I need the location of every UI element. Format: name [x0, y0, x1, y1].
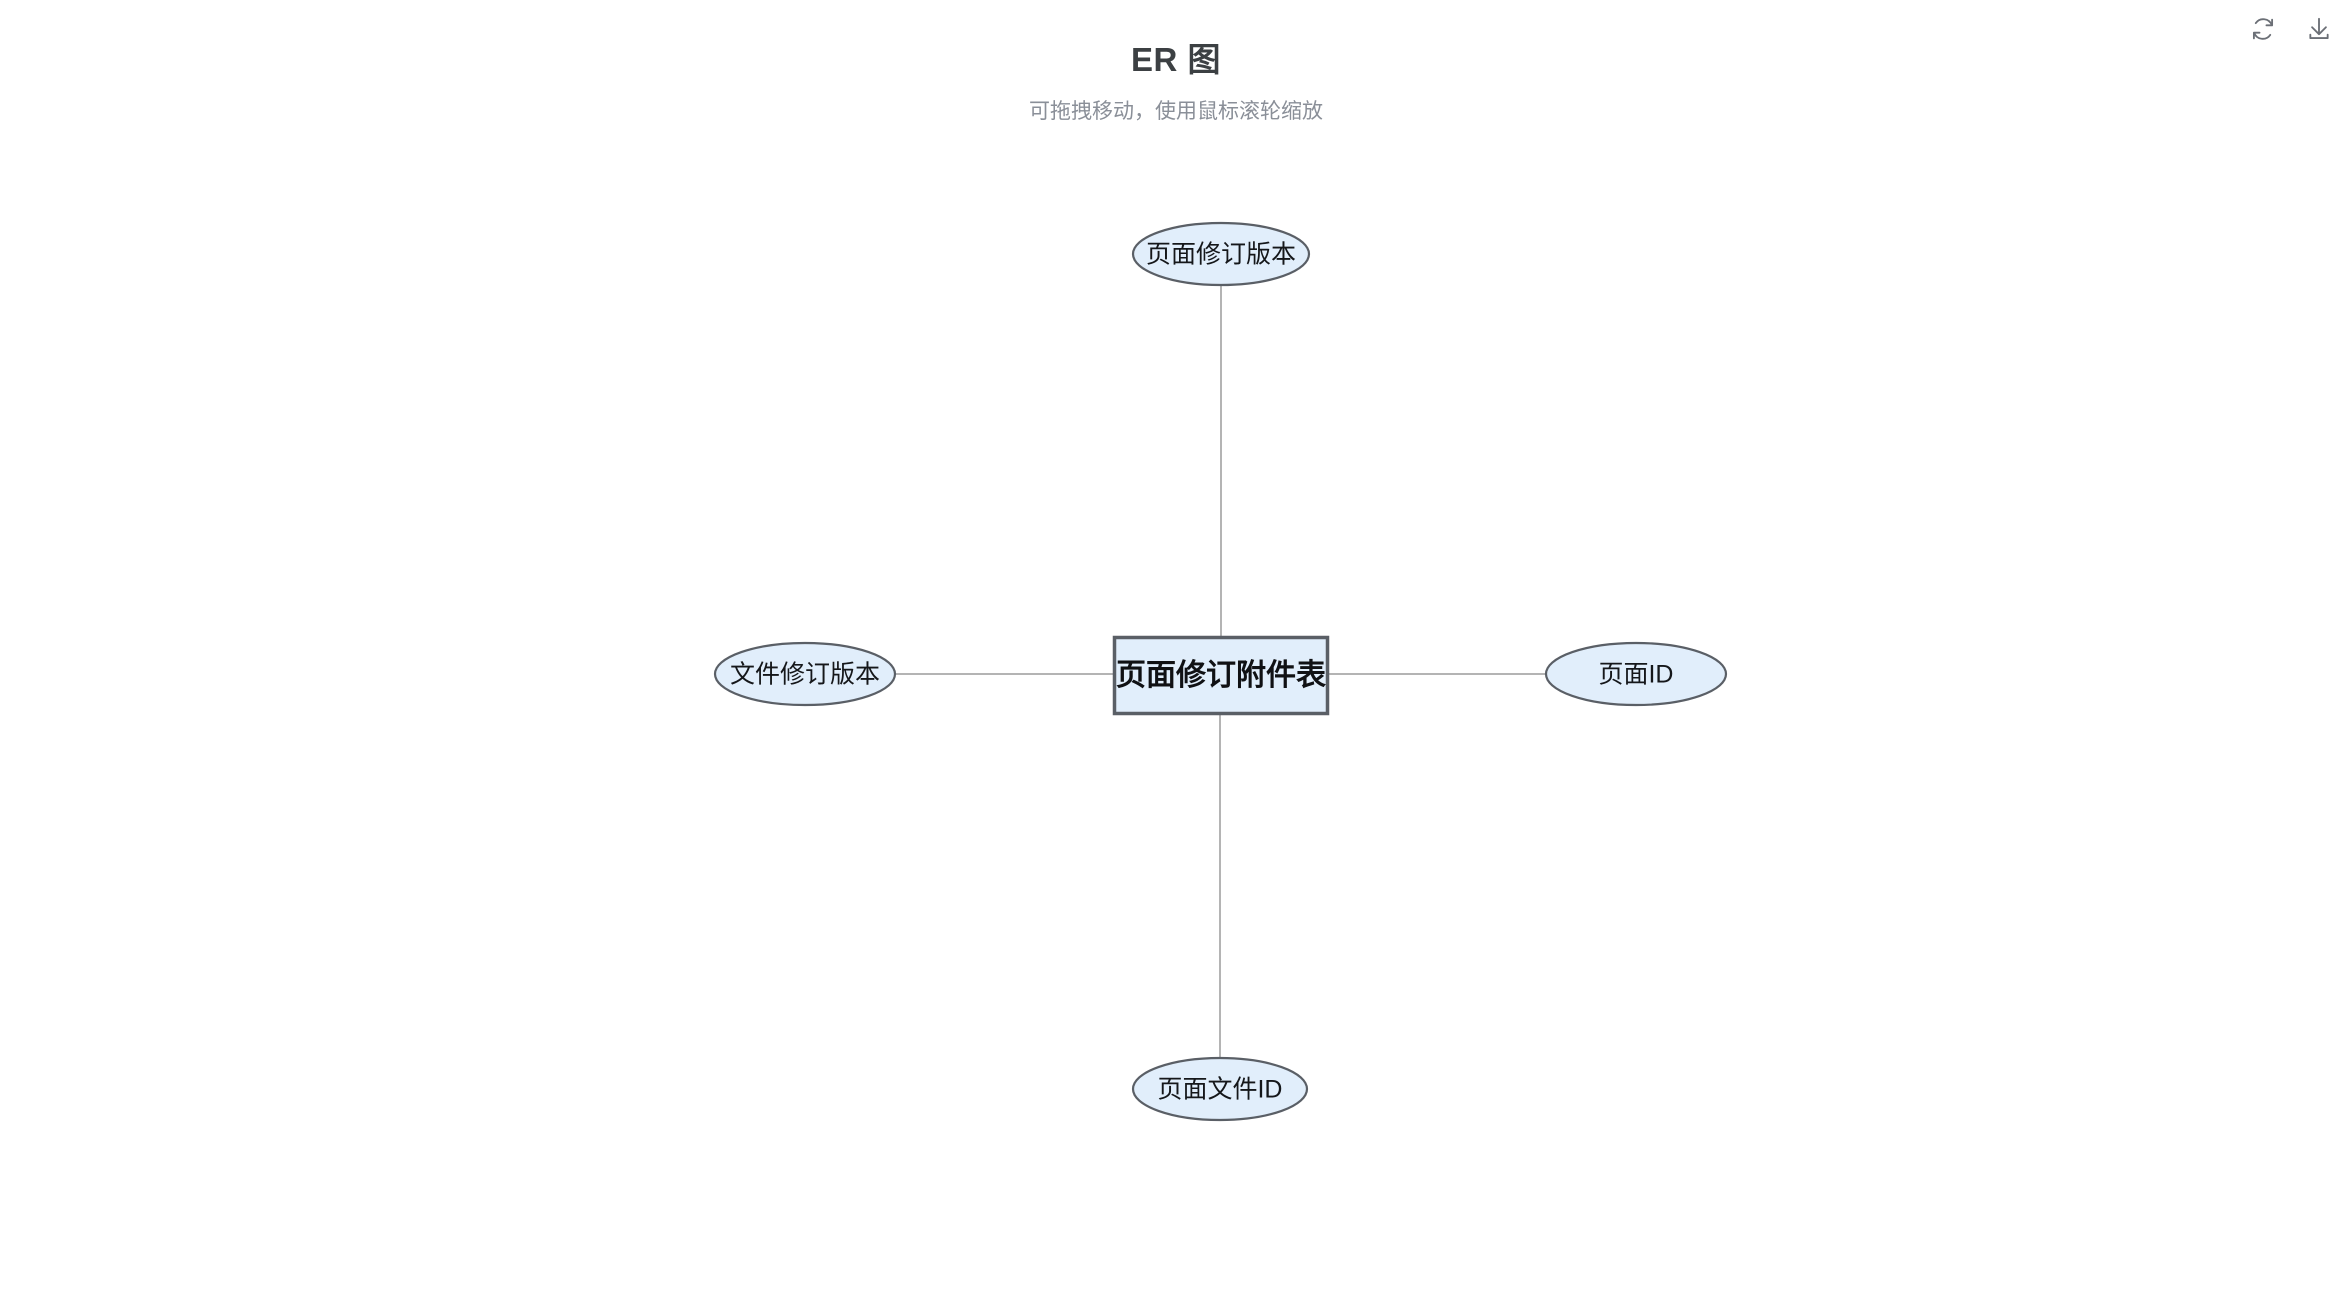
refresh-icon	[2250, 16, 2276, 42]
attribute-label: 文件修订版本	[730, 661, 880, 689]
download-icon	[2306, 16, 2332, 42]
entity-label: 页面修订附件表	[1116, 659, 1326, 692]
attribute-ellipse[interactable]	[1131, 1056, 1309, 1122]
attribute-label: 页面文件ID	[1157, 1076, 1282, 1104]
download-button[interactable]	[2302, 12, 2336, 46]
diagram-toolbar	[2246, 12, 2336, 46]
attribute-node-top[interactable]: 页面修订版本	[1131, 221, 1311, 287]
attribute-ellipse[interactable]	[1131, 221, 1311, 287]
attribute-ellipse[interactable]	[1544, 641, 1728, 707]
attribute-node-right[interactable]: 页面ID	[1544, 641, 1728, 707]
attribute-node-bottom[interactable]: 页面文件ID	[1131, 1056, 1309, 1122]
attribute-node-left[interactable]: 文件修订版本	[713, 641, 897, 707]
attribute-label: 页面ID	[1598, 661, 1673, 689]
page-title: ER 图	[1130, 41, 1221, 78]
attribute-label: 页面修订版本	[1146, 241, 1296, 269]
page-subtitle: 可拖拽移动，使用鼠标滚轮缩放	[1029, 99, 1323, 123]
diagram-header: ER 图 可拖拽移动，使用鼠标滚轮缩放	[0, 0, 2352, 124]
refresh-button[interactable]	[2246, 12, 2280, 46]
attribute-ellipse[interactable]	[713, 641, 897, 707]
entity-rect[interactable]	[1112, 635, 1330, 716]
entity-node[interactable]: 页面修订附件表	[1112, 635, 1330, 716]
